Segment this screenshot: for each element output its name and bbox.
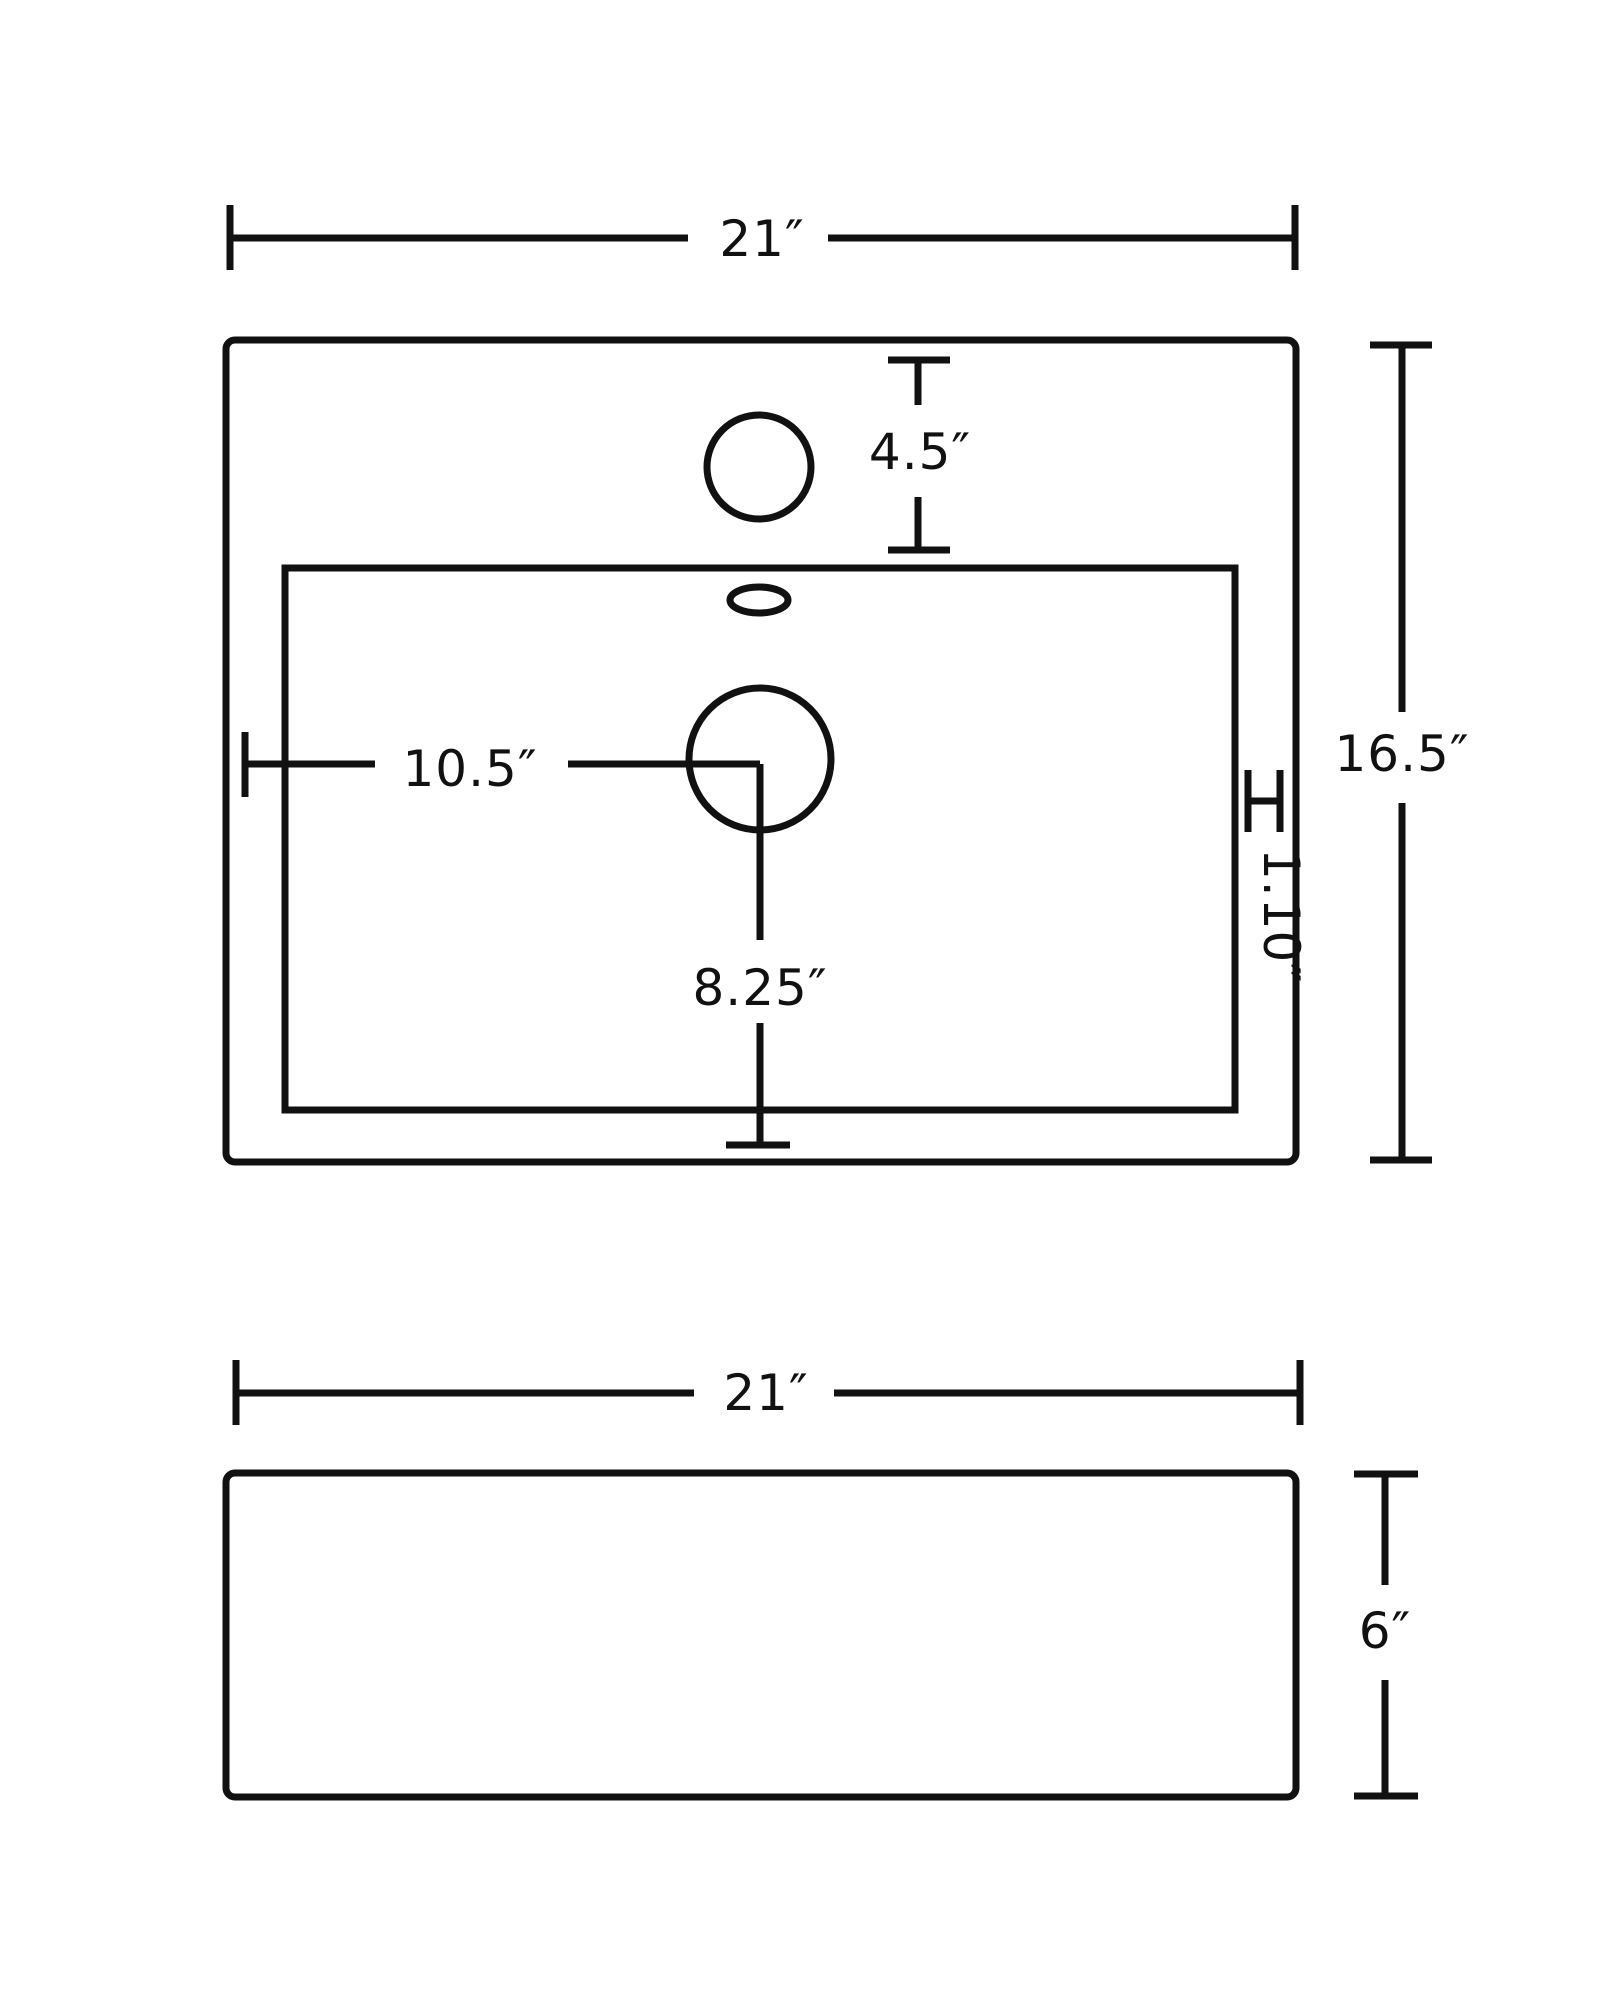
front-height-label: 6″	[1359, 1602, 1412, 1660]
drain-from-left-label: 10.5″	[402, 740, 537, 798]
faucet-hole	[703, 411, 815, 523]
bowl-side-wall-label: 1.10″	[1252, 848, 1310, 983]
top-view: 21″ 4.5″ 10.5″	[222, 205, 1469, 1166]
bowl-side-wall-dimension: 1.10″	[1244, 770, 1310, 983]
overflow-slot	[726, 583, 792, 617]
drain-from-front-dimension: 8.25″	[692, 764, 827, 1149]
faucet-to-bowl-label: 4.5″	[869, 423, 971, 481]
sink-outer-outline	[222, 336, 1300, 1166]
front-elevation-outline	[222, 1469, 1300, 1801]
front-width-dimension: 21″	[232, 1360, 1304, 1425]
drain-from-front-label: 8.25″	[692, 959, 827, 1017]
top-width-label: 21″	[719, 210, 804, 268]
top-depth-label: 16.5″	[1334, 725, 1469, 783]
top-depth-dimension: 16.5″	[1334, 341, 1469, 1164]
front-height-dimension: 6″	[1354, 1470, 1418, 1800]
top-width-dimension: 21″	[226, 205, 1299, 270]
front-width-label: 21″	[723, 1364, 808, 1422]
faucet-to-bowl-dimension: 4.5″	[869, 356, 971, 554]
drain-from-left-dimension: 10.5″	[241, 732, 760, 798]
front-view: 21″ 6″	[222, 1360, 1418, 1801]
